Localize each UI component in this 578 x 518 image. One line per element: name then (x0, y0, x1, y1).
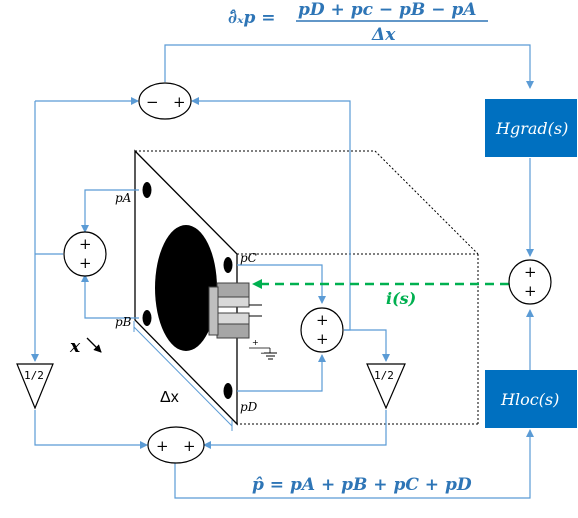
x-direction-arrow (86, 337, 102, 353)
pressure-sum-node (147, 426, 205, 464)
signal-wires (31, 44, 534, 499)
cd-sum-bottom: + (316, 330, 329, 348)
loudspeaker (155, 225, 217, 351)
cd-sum-top: + (316, 311, 329, 329)
ab-sum-bottom: + (79, 254, 92, 272)
mic-label-d: pD (240, 400, 258, 414)
pressure-sum-right: + (183, 437, 196, 455)
hgrad-label: Hgrad(s) (495, 119, 568, 138)
gradient-formula-numerator: pD + pc − pB − pA (298, 0, 476, 20)
gradient-sum-minus: − (146, 93, 159, 111)
pressure-formula: p̂ = pA + pB + pC + pD (252, 475, 472, 495)
speaker-motor: + − (208, 282, 277, 360)
ab-sum-top: + (79, 235, 92, 253)
gradient-formula-lhs: ∂̂ₓp = (228, 8, 276, 28)
pressure-sum-left: + (156, 437, 169, 455)
gradient-formula-denominator: Δx (371, 25, 396, 45)
hgrad-block (485, 99, 577, 157)
microphone-a (142, 182, 152, 198)
mic-label-b: pB (115, 315, 132, 329)
ab-sum-node (63, 231, 107, 277)
gain-right-label: 1/2 (374, 369, 394, 382)
gain-left-block (16, 363, 54, 410)
final-sum-bottom: + (524, 282, 537, 300)
cd-sum-node (300, 307, 344, 353)
final-sum-node (508, 259, 552, 305)
mic-label-a: pA (115, 191, 132, 205)
axis-label: x (69, 337, 81, 357)
gain-right-block (366, 363, 406, 410)
gain-left-label: 1/2 (24, 369, 44, 382)
hloc-block (485, 370, 577, 428)
final-sum-top: + (524, 263, 537, 281)
hloc-label: Hloc(s) (500, 390, 559, 409)
spacing-dimension (133, 321, 233, 431)
svg-text:+: + (252, 338, 259, 347)
microphone-c (223, 257, 233, 273)
mic-label-c: pC (240, 251, 257, 265)
spacing-label: Δx (160, 389, 179, 406)
gradient-sum-plus: + (173, 93, 186, 111)
current-label: i(s) (386, 289, 416, 308)
microphone-d (223, 383, 233, 399)
gradient-sum-node (138, 82, 192, 120)
svg-text:−: − (260, 349, 268, 359)
microphone-b (142, 310, 152, 326)
